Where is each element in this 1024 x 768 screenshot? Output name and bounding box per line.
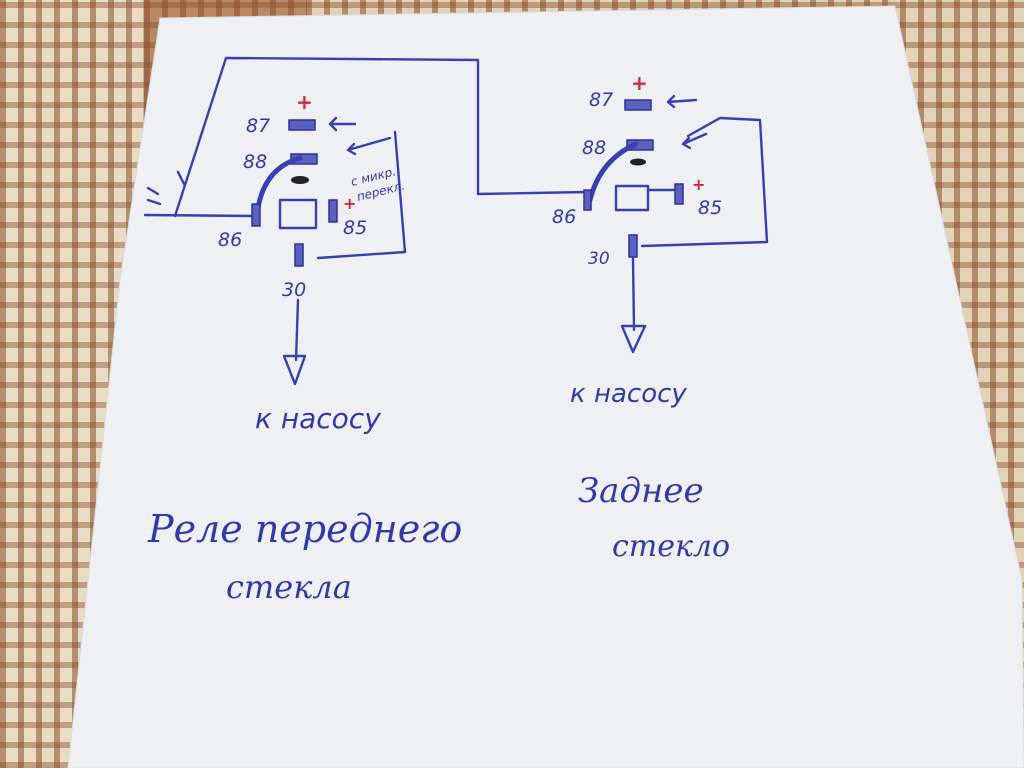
- front-relay-diagram: [143, 56, 480, 386]
- rear-relay-diagram: [583, 94, 769, 354]
- rear-plus-85: +: [692, 175, 705, 194]
- front-pump-arrow: [282, 298, 307, 386]
- front-label-88: 88: [243, 151, 267, 173]
- front-input-wire: [143, 213, 258, 218]
- rear-plus-87: +: [631, 71, 648, 95]
- front-input-arrow: [146, 170, 186, 206]
- front-pin-30-contact: [294, 243, 304, 267]
- front-label-85: 85: [343, 217, 367, 239]
- rear-caption-line2: стекло: [612, 529, 730, 564]
- front-loop-wire: [173, 56, 480, 218]
- inter-relay-wire: [476, 190, 590, 196]
- front-plus-85: +: [343, 194, 356, 213]
- front-pin-87-contact: [288, 119, 316, 131]
- front-caption-line1: Реле переднего: [147, 507, 462, 551]
- front-caption-line2: стекла: [226, 568, 352, 606]
- rear-pin-88-contact: [626, 139, 654, 151]
- rear-label-88: 88: [582, 137, 606, 159]
- front-label-30: 30: [282, 279, 306, 301]
- front-switch-arc: [255, 155, 303, 211]
- rear-label-87: 87: [589, 89, 613, 111]
- front-pump-label: к насосу: [255, 402, 381, 435]
- rear-loop-wire: [640, 116, 769, 248]
- front-plus-87: +: [296, 90, 313, 114]
- rear-pin-85-contact: [674, 183, 684, 205]
- front-pin-86-contact: [251, 203, 261, 227]
- front-coil: [278, 198, 318, 230]
- rear-label-85: 85: [698, 197, 722, 219]
- rear-switch-arc: [587, 141, 639, 203]
- rear-pin-88-arrow: [681, 132, 708, 150]
- rear-pump-label: к насосу: [570, 379, 687, 409]
- front-contact-dot: [291, 176, 309, 184]
- front-label-87: 87: [246, 115, 270, 137]
- rear-pin-87-arrow: [666, 94, 698, 109]
- rear-caption-line1: Заднее: [578, 471, 704, 511]
- front-pin-87-arrow: [328, 116, 357, 132]
- rear-coil: [614, 184, 650, 212]
- rear-pin-87-contact: [624, 99, 652, 111]
- front-box-wire: [316, 130, 407, 260]
- front-pin-88-arrow: [346, 136, 392, 156]
- rear-label-30: 30: [588, 249, 610, 269]
- rear-pin-86-contact: [583, 189, 592, 211]
- front-pin-85-contact: [328, 199, 338, 223]
- front-label-86: 86: [218, 229, 242, 251]
- rear-pump-arrow: [620, 256, 647, 354]
- rear-label-86: 86: [552, 206, 576, 228]
- paper-sheet: [67, 5, 1024, 768]
- rear-contact-dot: [630, 158, 646, 166]
- rear-pin-30-contact: [628, 234, 638, 258]
